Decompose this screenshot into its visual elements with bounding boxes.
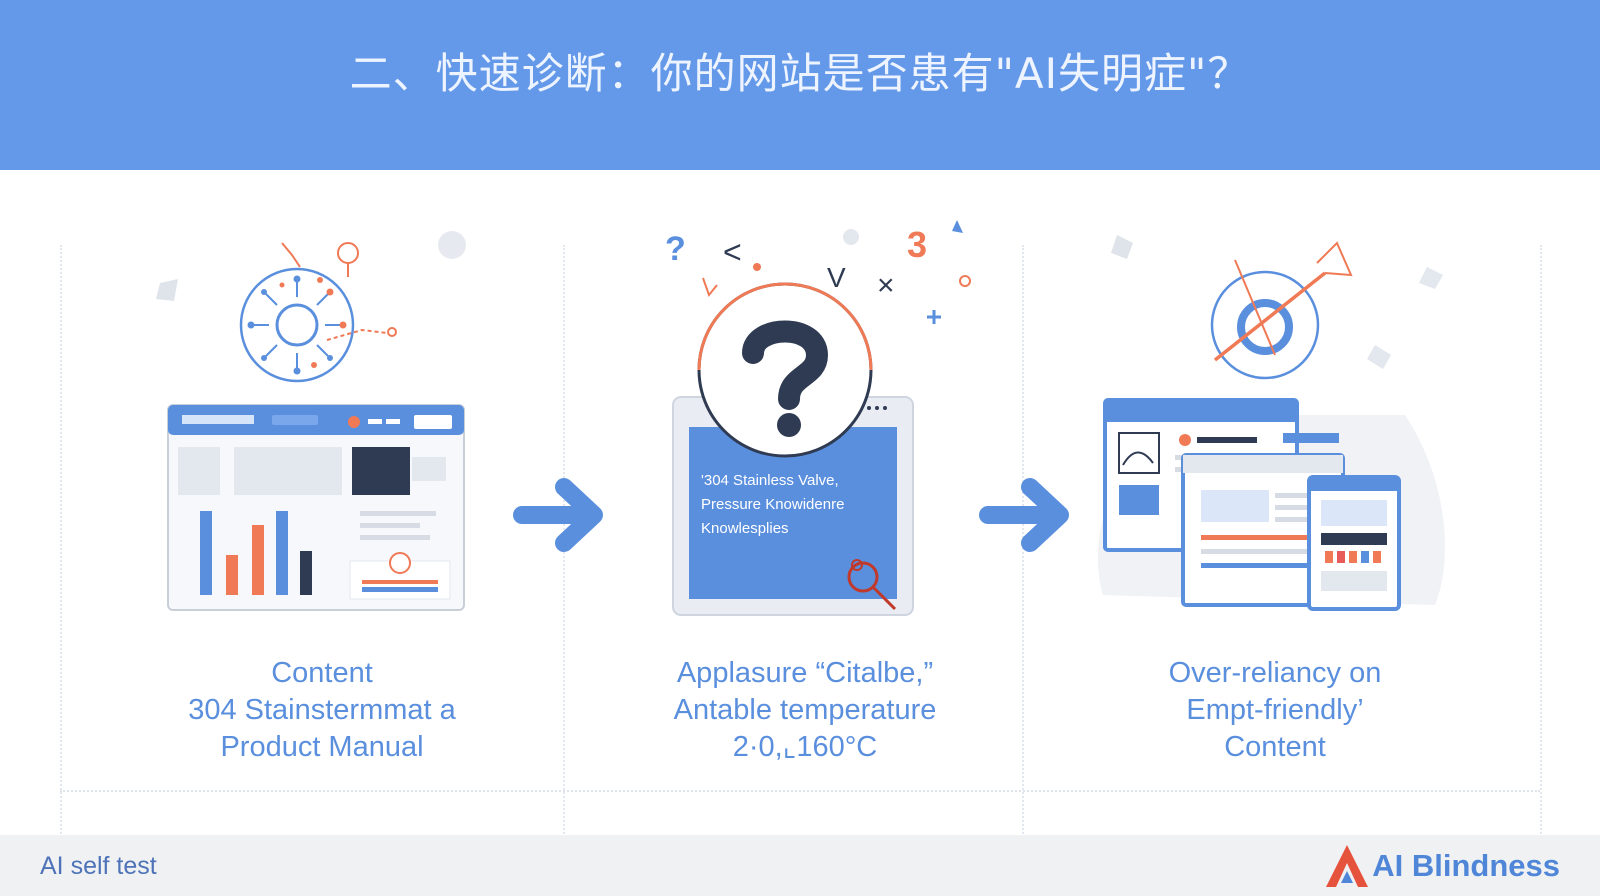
caption-line: Content bbox=[1224, 731, 1326, 763]
panel-caption: Applasure “Citalbe,” Antable temperature… bbox=[605, 655, 1005, 766]
site-analytics-illustration bbox=[156, 231, 466, 611]
brand-name: AI Blindness bbox=[1372, 848, 1560, 883]
panel-content: Content 304 Stainstermmat a Product Manu… bbox=[122, 215, 522, 775]
caption-line: Empt-friendly’ bbox=[1186, 694, 1364, 726]
panel-citable: ? < V × 3 '304 Stainless Valve, Pressure… bbox=[605, 215, 1005, 775]
arrow-right-icon bbox=[512, 475, 612, 555]
caption-line: Antable temperature bbox=[673, 694, 937, 726]
dotted-divider bbox=[60, 790, 1540, 792]
glyph-question: ? bbox=[665, 230, 686, 268]
screen-text-line: Pressure Knowidenre bbox=[701, 496, 844, 513]
glyph-cross: × bbox=[877, 269, 895, 302]
dotted-divider bbox=[60, 245, 62, 845]
caption-line: Product Manual bbox=[220, 731, 424, 763]
screen-text-line: Knowlesplies bbox=[701, 520, 789, 537]
dotted-divider bbox=[1540, 245, 1542, 845]
glyph-less-than: < bbox=[723, 234, 742, 270]
caption-line: 304 Stainstermmat a bbox=[188, 694, 456, 726]
panel-caption: Over-reliancy on Empt-friendly’ Content bbox=[1075, 655, 1475, 766]
caption-line: Content bbox=[271, 657, 373, 689]
diagnosis-stage: Content 304 Stainstermmat a Product Manu… bbox=[0, 170, 1600, 845]
caption-line: 2·0,⌞160°C bbox=[732, 731, 878, 763]
page-title: 二、快速诊断：你的网站是否患有"AI失明症"？ bbox=[349, 49, 1251, 98]
panel-caption: Content 304 Stainstermmat a Product Manu… bbox=[122, 655, 522, 766]
footer-label: AI self test bbox=[40, 852, 157, 880]
brand-logo: AI Blindness bbox=[1324, 843, 1560, 889]
arrow-right-icon bbox=[978, 475, 1078, 555]
no-signal-devices-illustration bbox=[1097, 235, 1445, 611]
header-banner: 二、快速诊断：你的网站是否患有"AI失明症"？ bbox=[0, 0, 1600, 170]
glyph-three: 3 bbox=[907, 224, 927, 265]
question-mark-illustration: ? < V × 3 '304 Stainless Valve, Pressure… bbox=[665, 220, 971, 616]
footer-bar: AI self test AI Blindness bbox=[0, 835, 1600, 896]
caption-line: Applasure “Citalbe,” bbox=[676, 657, 934, 689]
brand-a-logo-icon bbox=[1326, 845, 1369, 887]
caption-line: Over-reliancy on bbox=[1168, 657, 1382, 689]
screen-text-line: '304 Stainless Valve, bbox=[701, 472, 839, 489]
glyph-v: V bbox=[827, 262, 846, 293]
panel-over-reliancy: Over-reliancy on Empt-friendly’ Content bbox=[1075, 215, 1475, 775]
